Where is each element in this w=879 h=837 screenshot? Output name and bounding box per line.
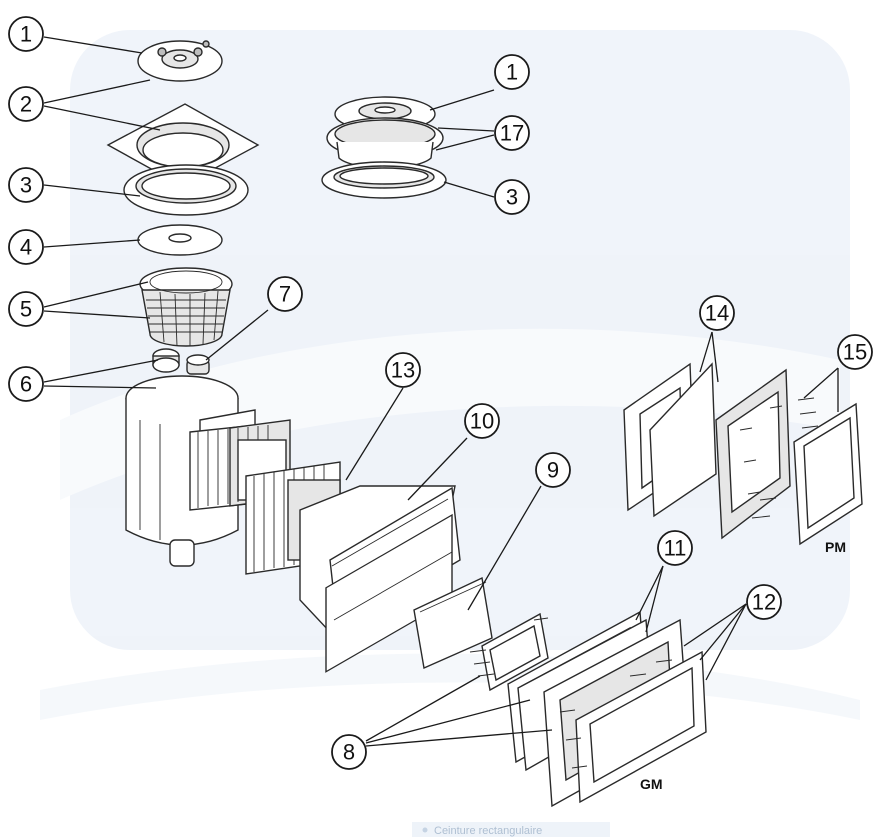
label-pm: PM: [825, 539, 846, 555]
part-small-frame: [469, 612, 549, 692]
svg-text:9: 9: [547, 458, 559, 483]
svg-text:12: 12: [752, 590, 776, 615]
part-frames-gm: [543, 618, 707, 808]
svg-text:Ceinture rectangulaire: Ceinture rectangulaire: [434, 825, 542, 837]
svg-text:3: 3: [20, 173, 32, 198]
callout-4: 4: [8, 229, 44, 265]
callout-9: 9: [535, 452, 571, 488]
svg-text:1: 1: [506, 60, 518, 85]
svg-text:13: 13: [391, 358, 415, 383]
svg-text:5: 5: [20, 297, 32, 322]
part-ring-right: [321, 161, 447, 199]
callout-6: 6: [8, 366, 44, 402]
callout-13: 13: [385, 352, 421, 388]
svg-text:17: 17: [500, 121, 524, 146]
callout-14: 14: [699, 295, 735, 331]
part-weir-disc: [137, 224, 223, 256]
leader-lines: [43, 36, 839, 747]
callout-3-left: 3: [8, 167, 44, 203]
callout-3-right: 3: [494, 179, 530, 215]
part-gaskets-pm: [623, 362, 717, 518]
label-gm: GM: [640, 776, 663, 792]
callout-2: 2: [8, 86, 44, 122]
svg-text:14: 14: [705, 301, 729, 326]
svg-text:2: 2: [20, 92, 32, 117]
svg-text:3: 3: [506, 185, 518, 210]
svg-text:8: 8: [343, 740, 355, 765]
part-frame-pm: [715, 368, 791, 540]
svg-text:7: 7: [279, 282, 291, 307]
callout-1-left: 1: [8, 16, 44, 52]
callout-5: 5: [8, 291, 44, 327]
svg-text:6: 6: [20, 372, 32, 397]
callout-11: 11: [657, 530, 693, 566]
footer-caption-bar: Ceinture rectangulaire: [412, 822, 610, 837]
part-adapter-17: [326, 117, 444, 169]
callout-17: 17: [494, 115, 530, 151]
part-basket: [139, 267, 233, 347]
callout-7: 7: [267, 276, 303, 312]
part-lid-left: [137, 40, 223, 82]
svg-text:4: 4: [20, 235, 32, 260]
svg-text:10: 10: [470, 409, 494, 434]
svg-text:1: 1: [20, 22, 32, 47]
callout-10: 10: [464, 403, 500, 439]
part-ring-left: [123, 164, 249, 216]
svg-text:15: 15: [843, 340, 867, 365]
part-flap: [413, 576, 493, 670]
svg-text:11: 11: [664, 536, 687, 561]
part-cover-pm: [793, 402, 863, 546]
callout-8: 8: [331, 734, 367, 770]
callout-12: 12: [746, 584, 782, 620]
part-mouth: [299, 485, 461, 673]
callout-1-right: 1: [494, 54, 530, 90]
callout-15: 15: [837, 334, 873, 370]
